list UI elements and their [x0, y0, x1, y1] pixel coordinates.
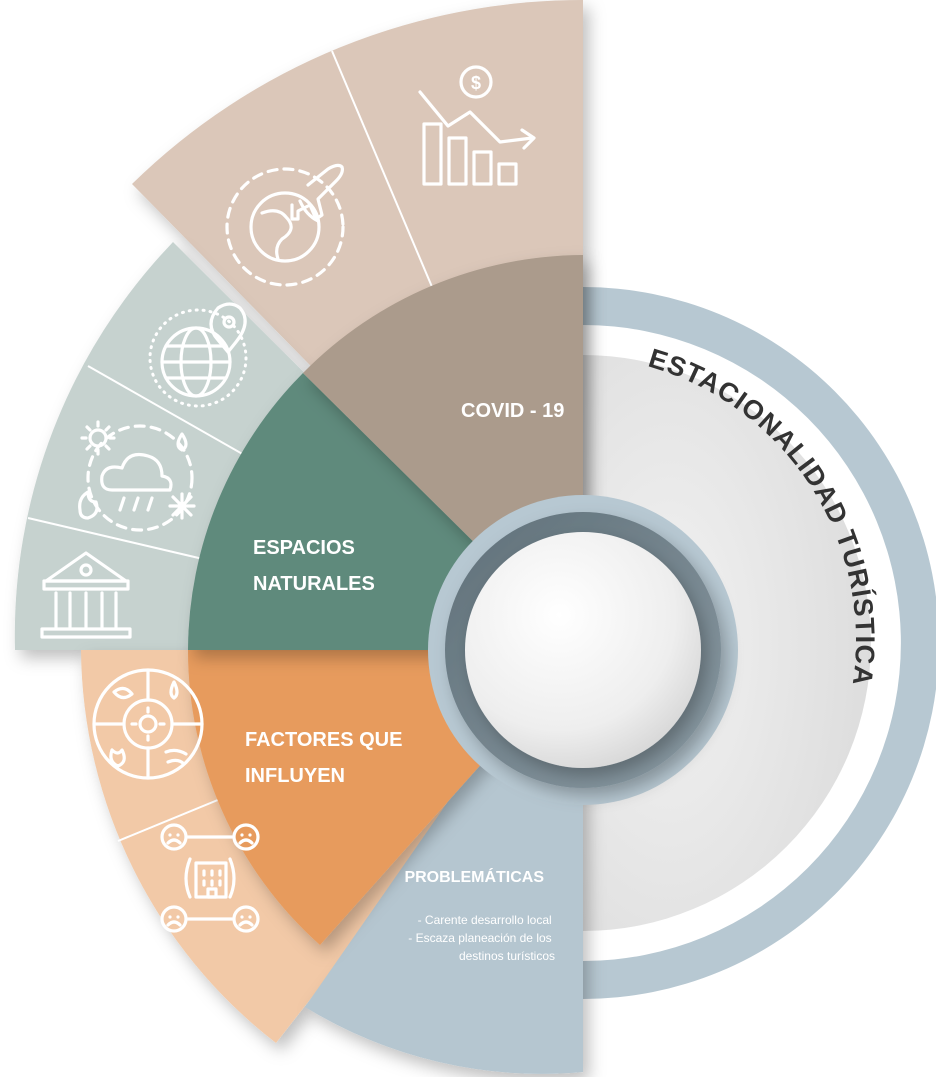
weather-climate-icon	[78, 420, 196, 532]
hub-center	[465, 532, 701, 768]
factores-label: FACTORES QUE INFLUYEN	[245, 729, 408, 787]
outer-ring-line	[582, 349, 877, 937]
globe-airplane-icon	[225, 163, 345, 287]
covid-label: COVID - 19	[461, 400, 564, 422]
svg-text:$: $	[471, 73, 481, 93]
falling-revenue-chart-icon: $	[418, 65, 536, 186]
globe-location-pin-icon	[148, 302, 248, 408]
resource-cycle-icon	[92, 668, 204, 780]
outer-ring	[583, 287, 936, 999]
outer-ring-line	[582, 331, 895, 955]
espacios-label: ESPACIOS NATURALES	[253, 537, 375, 595]
problematicas-heading: PROBLEMÁTICAS	[404, 867, 544, 886]
problematicas-items: - Carente desarrollo local - Escaza plan…	[408, 913, 555, 963]
museum-building-icon	[40, 551, 132, 639]
community-network-icon	[160, 823, 260, 933]
